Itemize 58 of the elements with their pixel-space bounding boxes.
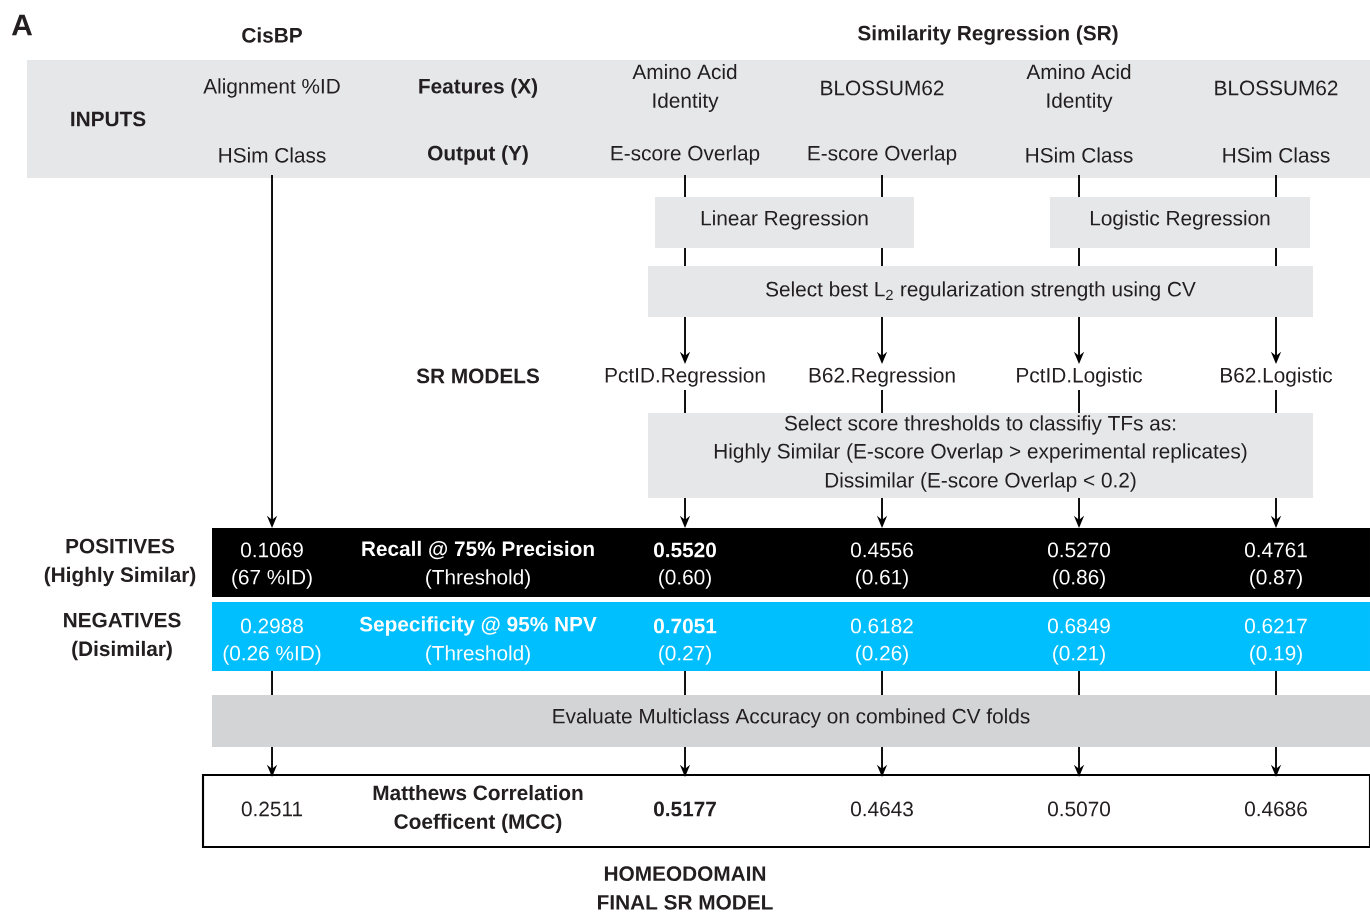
connector-line bbox=[1078, 389, 1080, 414]
result-value: 0.6849 (0.21) bbox=[1048, 618, 1110, 665]
result-value: 0.1069 (67 %ID) bbox=[232, 542, 312, 589]
connector-line bbox=[881, 247, 883, 267]
result-value: 0.4556 (0.61) bbox=[851, 542, 913, 589]
row-label: POSITIVES (Highly Similar) bbox=[44, 538, 196, 587]
connector-line bbox=[684, 389, 686, 414]
result-value: 0.5270 (0.86) bbox=[1048, 542, 1110, 589]
section-label: HOMEODOMAIN FINAL SR MODEL bbox=[598, 866, 773, 910]
result-value: 0.7051 (0.27) bbox=[654, 618, 717, 665]
connector-line bbox=[1078, 174, 1080, 198]
column-heading: Similarity Regression (SR) bbox=[858, 25, 1118, 45]
result-value: 0.6182 (0.26) bbox=[851, 618, 913, 665]
model-name: B62.Regression bbox=[809, 367, 955, 387]
connector-line bbox=[881, 174, 883, 198]
input-column-text: Features (X) Output (Y) bbox=[419, 78, 538, 165]
input-column-text: BLOSSUM62 E-score Overlap bbox=[808, 80, 957, 165]
metric-label: Recall @ 75% Precision (Threshold) bbox=[362, 540, 594, 589]
metric-label: Matthews Correlation Coefficent (MCC) bbox=[373, 784, 583, 833]
connector-line bbox=[1078, 247, 1080, 267]
process-box: Select score thresholds to classifiy TFs as: Highly Similar (E-score Overlap > experimental replicates) Dissimilar (E-score Overlap < 0.2) bbox=[648, 413, 1313, 498]
connector-line bbox=[1275, 174, 1277, 198]
panel-letter: A bbox=[11, 14, 33, 36]
column-heading: CisBP bbox=[242, 27, 302, 43]
result-value: 0.2511 bbox=[241, 801, 303, 817]
process-box: Evaluate Multiclass Accuracy on combined CV folds bbox=[212, 695, 1370, 747]
row-label: NEGATIVES (Disimilar) bbox=[64, 612, 181, 661]
result-value: 0.5070 bbox=[1048, 801, 1110, 817]
model-name: PctID.Logistic bbox=[1017, 367, 1143, 387]
process-box: Logistic Regression bbox=[1050, 197, 1310, 248]
input-column-text: Amino Acid Identity HSim Class bbox=[1026, 63, 1133, 163]
connector-line bbox=[1275, 670, 1277, 696]
connector-line bbox=[271, 670, 273, 696]
model-name: B62.Logistic bbox=[1221, 367, 1333, 387]
connector-line bbox=[684, 174, 686, 198]
connector-line bbox=[1078, 670, 1080, 696]
connector-line bbox=[881, 670, 883, 696]
connector-line bbox=[881, 389, 883, 414]
connector-line bbox=[1275, 247, 1277, 267]
process-box: Select best L$_{2}$ regularization strength using CV bbox=[648, 266, 1313, 317]
process-box: Linear Regression bbox=[655, 197, 914, 248]
connector-line bbox=[684, 247, 686, 267]
input-column-text: BLOSSUM62 HSim Class bbox=[1215, 80, 1338, 163]
result-value: 0.4686 bbox=[1245, 801, 1307, 817]
result-table-row bbox=[201, 773, 1370, 849]
result-value: 0.6217 (0.19) bbox=[1245, 618, 1307, 665]
metric-label: Sepecificity @ 95% NPV (Threshold) bbox=[359, 616, 597, 665]
result-value: 0.5520 (0.60) bbox=[654, 542, 716, 589]
result-value: 0.4761 (0.87) bbox=[1245, 542, 1307, 589]
model-name: PctID.Regression bbox=[605, 367, 765, 387]
input-column-text: Amino Acid Identity E-score Overlap bbox=[611, 63, 760, 165]
result-value: 0.2988 (0.26 %ID) bbox=[223, 618, 321, 665]
connector-line bbox=[1275, 389, 1277, 414]
input-column-text: Alignment %ID HSim Class bbox=[203, 78, 340, 163]
connector-line bbox=[684, 670, 686, 696]
result-value: 0.5177 bbox=[654, 801, 716, 817]
section-label: SR MODELS bbox=[416, 368, 539, 384]
result-value: 0.4643 bbox=[851, 801, 913, 817]
